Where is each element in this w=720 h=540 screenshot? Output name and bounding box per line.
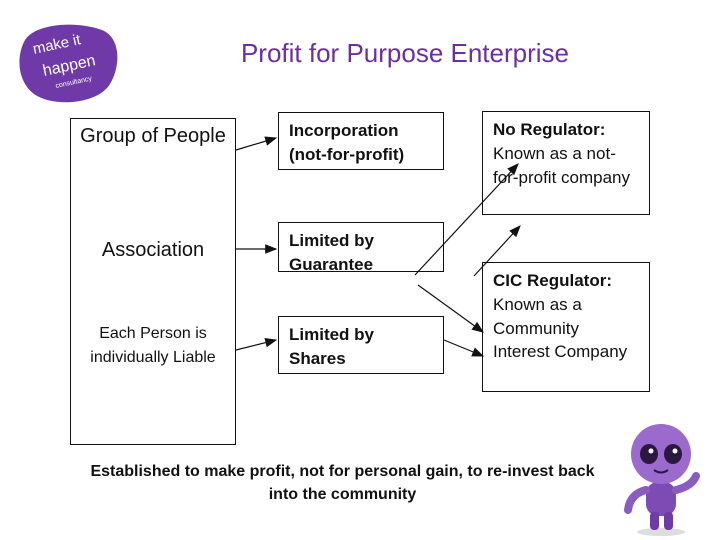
no-regulator-heading: No Regulator: [493,120,606,139]
alien-mascot-illustration [624,424,700,536]
limited-by-shares-label: Limited by Shares [289,325,375,368]
limited-by-guarantee-box: Limited by Guarantee [278,222,444,274]
arrow-shares-to-cic [443,339,485,357]
cic-regulator-description: Known as a Community Interest Company [493,294,628,362]
association-label: Association [101,239,205,261]
cic-regulator-heading: CIC Regulator: [493,271,612,290]
no-regulator-description: Known as a not-for-profit company [493,143,630,187]
limited-by-guarantee-label: Limited by Guarantee [289,231,375,274]
arrow-group-to-incorporation [235,136,278,151]
arrow-liability-to-shares [235,337,278,351]
no-regulator-box: No Regulator: Known as a not-for-profit … [482,111,650,215]
make-it-happen-logo: make it happen consultancy [19,24,118,103]
arrow-guarantee-to-cic [417,284,484,333]
arrow-shares-to-no-regulator [473,225,521,277]
group-of-people-box [70,118,236,445]
group-of-people-label: Group of People [80,125,226,147]
limited-by-shares-box: Limited by Shares [278,316,444,374]
liability-label: Each Person is individually Liable [90,325,216,366]
incorporation-label: Incorporation (not-for-profit) [289,121,405,164]
cic-regulator-box: CIC Regulator: Known as a Community Inte… [482,262,650,392]
incorporation-box: Incorporation (not-for-profit) [278,112,444,170]
page-title: Profit for Purpose Enterprise [240,38,570,68]
footer-statement: Established to make profit, not for pers… [90,463,595,504]
arrow-guarantee-to-no-regulator [414,163,519,276]
